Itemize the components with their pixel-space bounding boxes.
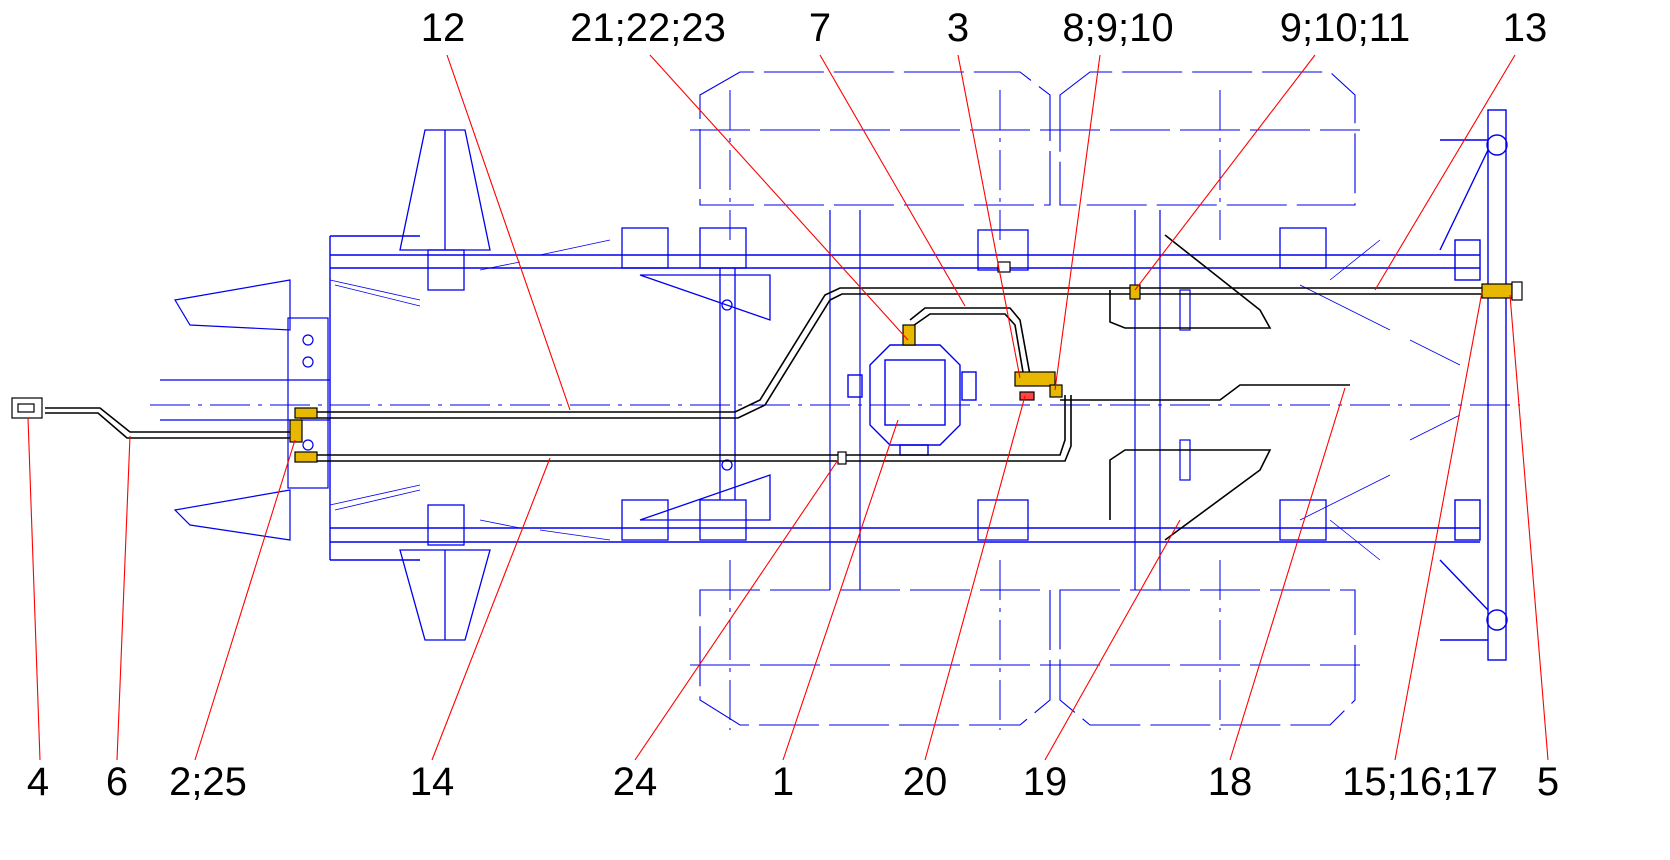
- leader-20: [924, 395, 1026, 761]
- leader-3: [957, 54, 1021, 379]
- leader-18: [1229, 387, 1346, 761]
- leader-2-25: [194, 439, 296, 761]
- leader-24: [634, 459, 839, 761]
- callout-bottom-19: 19: [1022, 760, 1068, 804]
- callout-top-3: 3: [946, 6, 970, 50]
- callout-bottom-1: 1: [771, 760, 795, 804]
- pipe-19-upper: [1109, 234, 1272, 329]
- drawbar: [160, 279, 330, 541]
- component-4-control-box: [11, 397, 43, 419]
- leader-9-10-11: [1134, 54, 1316, 291]
- frame-rails: [329, 235, 1480, 561]
- component-8-valve: [1014, 371, 1056, 387]
- component-9-fitting: [1129, 284, 1141, 300]
- callout-bottom-14: 14: [409, 760, 455, 804]
- callout-bottom-24: 24: [612, 760, 658, 804]
- callout-bottom-4: 4: [26, 760, 50, 804]
- leader-19: [1044, 519, 1181, 761]
- callout-bottom-5: 5: [1536, 760, 1560, 804]
- rear-bumper: [1439, 109, 1508, 661]
- component-24-clip: [837, 451, 847, 465]
- component-20-fitting: [1019, 391, 1035, 401]
- component-15-coupling: [1481, 283, 1513, 299]
- leader-8-9-10: [1054, 54, 1101, 391]
- callout-bottom-20: 20: [902, 760, 948, 804]
- callout-top-21-22-23: 21;22;23: [570, 6, 726, 50]
- pipe-12: [300, 287, 1110, 413]
- leader-6: [116, 435, 131, 761]
- leader-4: [27, 417, 41, 761]
- frame-structure: [150, 71, 1520, 730]
- leader-21-22-23: [649, 54, 909, 341]
- callout-bottom-2-25: 2;25: [169, 760, 247, 804]
- brake-pipes: [45, 234, 1490, 541]
- callout-top-7: 7: [808, 6, 832, 50]
- leader-1: [782, 419, 899, 761]
- pipe-18: [1060, 384, 1350, 401]
- callout-top-8-9-10: 8;9;10: [1062, 6, 1174, 50]
- component-3-clip: [997, 261, 1011, 273]
- callout-top-13: 13: [1502, 6, 1548, 50]
- pipe-7: [909, 307, 1031, 376]
- central-hub: [847, 344, 977, 456]
- leader-5: [1509, 294, 1549, 761]
- pipe-19-lower: [1109, 449, 1272, 541]
- components: [11, 261, 1523, 465]
- component-21-fitting: [902, 324, 916, 346]
- front-brackets: [399, 129, 491, 641]
- leader-13: [1374, 54, 1516, 291]
- callout-top-9-10-11: 9;10;11: [1279, 6, 1411, 50]
- spring-hangers: [621, 227, 1327, 541]
- callout-bottom-15-16-17: 15;16;17: [1342, 760, 1498, 804]
- leader-14: [431, 457, 551, 761]
- pipe-14: [300, 395, 1066, 456]
- leader-lines: [27, 54, 1549, 761]
- callout-bottom-6: 6: [105, 760, 129, 804]
- hatching: [329, 239, 1461, 561]
- pipe-6: [45, 407, 295, 433]
- leader-12: [446, 54, 571, 411]
- component-2-valve: [289, 419, 303, 443]
- centerlines: [150, 90, 1520, 730]
- callout-top-12: 12: [420, 6, 466, 50]
- leader-7: [819, 54, 966, 307]
- wheel-outlines: [690, 71, 1360, 726]
- callout-bottom-18: 18: [1207, 760, 1253, 804]
- leader-15-16-17: [1394, 291, 1483, 761]
